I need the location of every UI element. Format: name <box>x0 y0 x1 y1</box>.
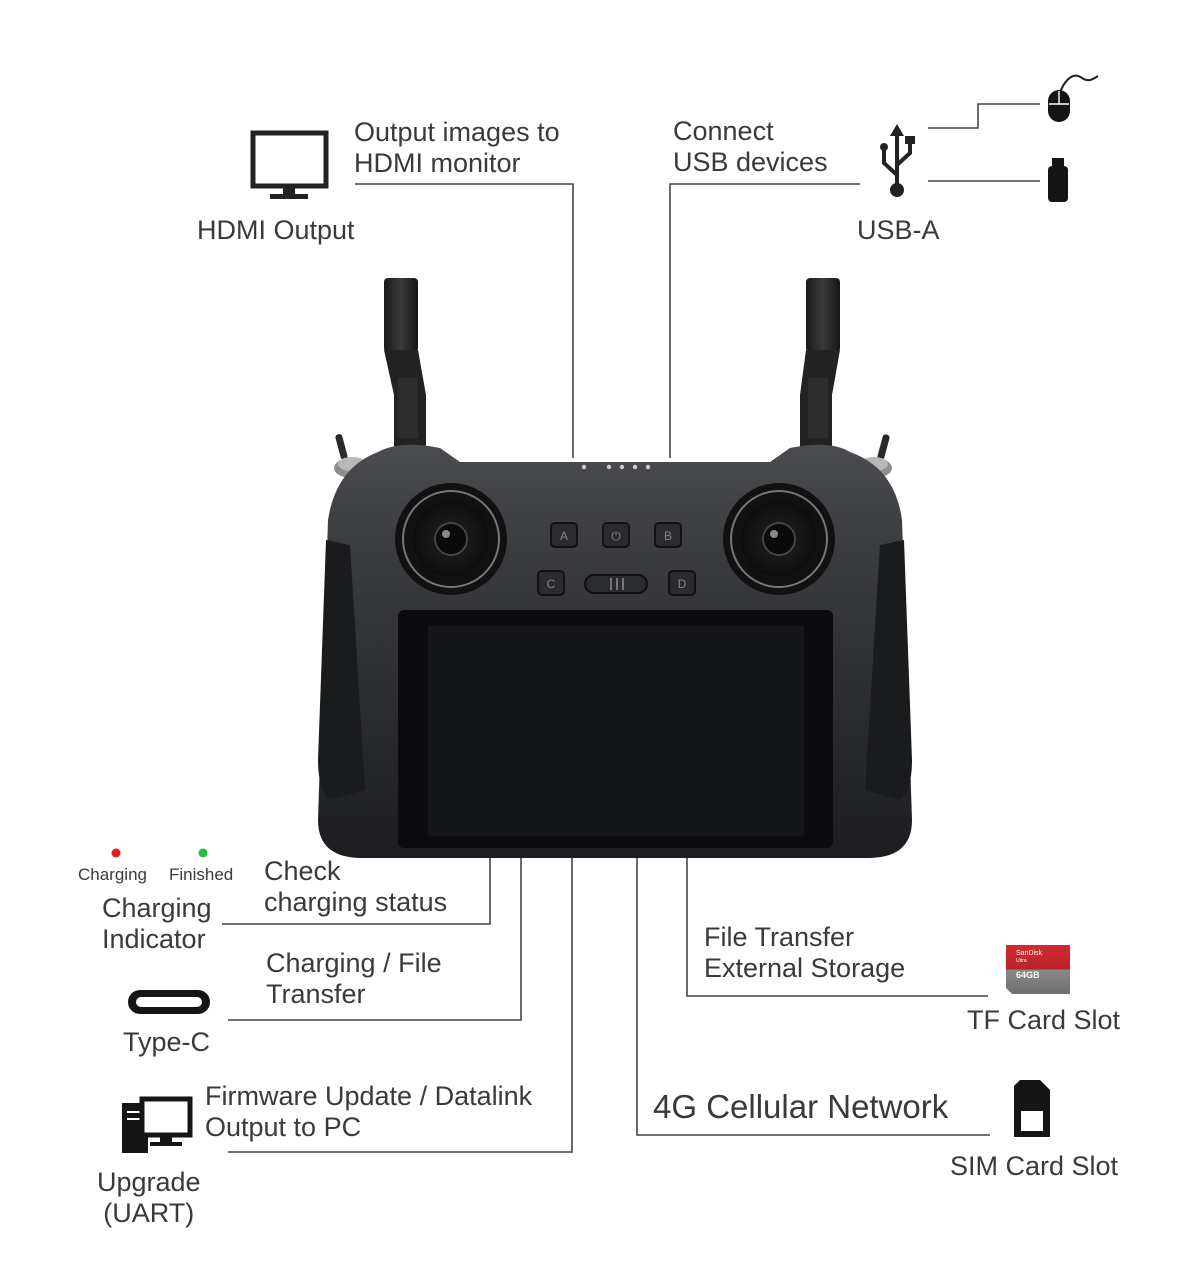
tf-card-capacity: 64GB <box>1016 970 1040 980</box>
uart-description-line1: Firmware Update / Datalink <box>205 1081 533 1111</box>
switch-ridges <box>610 578 624 590</box>
usb-icon <box>880 124 915 197</box>
mouse-icon <box>1048 74 1099 122</box>
tf-label: TF Card Slot <box>967 1005 1121 1035</box>
usb-label: USB-A <box>857 215 940 245</box>
sim-callout-line <box>636 858 990 1136</box>
hdmi-callout-line <box>355 183 574 458</box>
charging-status-label: Charging <box>78 865 147 884</box>
uart-description: Firmware Update / Datalink Output to PC <box>205 1081 532 1143</box>
sim-description: 4G Cellular Network <box>653 1088 949 1125</box>
sim-card-icon <box>1014 1080 1050 1137</box>
hdmi-description: Output images to HDMI monitor <box>354 117 560 179</box>
charging-description-line2: charging status <box>264 887 448 918</box>
tf-card-icon: SanDisk Ultra 64GB <box>1006 945 1070 994</box>
screen <box>428 626 804 836</box>
button-a-label: A <box>560 529 568 543</box>
charging-callout-line <box>222 858 491 925</box>
usb-description-line2: USB devices <box>673 147 828 178</box>
charging-description-line1: Check <box>264 856 341 886</box>
finished-green-dot <box>198 848 208 858</box>
hdmi-description-line2: HDMI monitor <box>354 148 521 179</box>
typec-callout-line <box>228 858 522 1021</box>
monitor-icon <box>250 130 329 199</box>
left-grip <box>318 540 365 800</box>
button-b-label: B <box>664 529 672 543</box>
typec-label: Type-C <box>123 1027 211 1057</box>
tf-description-line1: File Transfer <box>704 922 855 952</box>
typec-description-line1: Charging / File <box>266 948 442 978</box>
right-antenna <box>800 278 840 455</box>
tf-card-brand: SanDisk <box>1016 950 1043 957</box>
typec-description-line2: Transfer <box>266 979 366 1010</box>
finished-status-label: Finished <box>169 865 234 884</box>
uart-label: Upgrade (UART) <box>97 1167 201 1229</box>
usb-description-line1: Connect <box>673 116 774 146</box>
usb-c-port-icon <box>128 990 210 1014</box>
hdmi-label: HDMI Output <box>197 215 355 245</box>
uart-callout-line <box>228 858 573 1153</box>
uart-label-line2: (UART) <box>103 1198 195 1229</box>
left-antenna <box>384 278 426 455</box>
desktop-pc-icon <box>122 1096 193 1153</box>
right-grip <box>865 540 912 800</box>
uart-description-line2: Output to PC <box>205 1112 362 1143</box>
charging-indicator-line1: Charging <box>102 893 212 923</box>
hdmi-description-line1: Output images to <box>354 117 560 147</box>
charging-red-dot <box>111 848 121 858</box>
usb-stick-icon <box>1048 158 1068 202</box>
usb-description: Connect USB devices <box>673 116 828 178</box>
tf-description: File Transfer External Storage <box>704 922 905 984</box>
usb-mouse-line <box>928 103 1040 129</box>
charging-indicator-line2: Indicator <box>102 924 206 955</box>
button-d-label: D <box>678 577 687 591</box>
button-c-label: C <box>547 577 556 591</box>
power-button-label: ⏻ <box>611 529 621 543</box>
right-joystick <box>723 483 835 595</box>
sim-label: SIM Card Slot <box>950 1151 1119 1181</box>
left-joystick <box>395 483 507 595</box>
typec-description: Charging / File Transfer <box>266 948 442 1010</box>
tf-callout-line <box>686 858 988 997</box>
callout-lines <box>222 103 1040 1153</box>
uart-label-line1: Upgrade <box>97 1167 201 1197</box>
charging-description: Check charging status <box>264 856 447 918</box>
tf-card-line: Ultra <box>1016 958 1027 964</box>
indicator-lights <box>581 464 651 470</box>
usb-callout-line <box>669 183 860 458</box>
remote-controller: A ⏻ B C D <box>318 278 912 858</box>
tf-description-line2: External Storage <box>704 953 906 984</box>
charging-indicator-label: Charging Indicator <box>102 893 212 955</box>
